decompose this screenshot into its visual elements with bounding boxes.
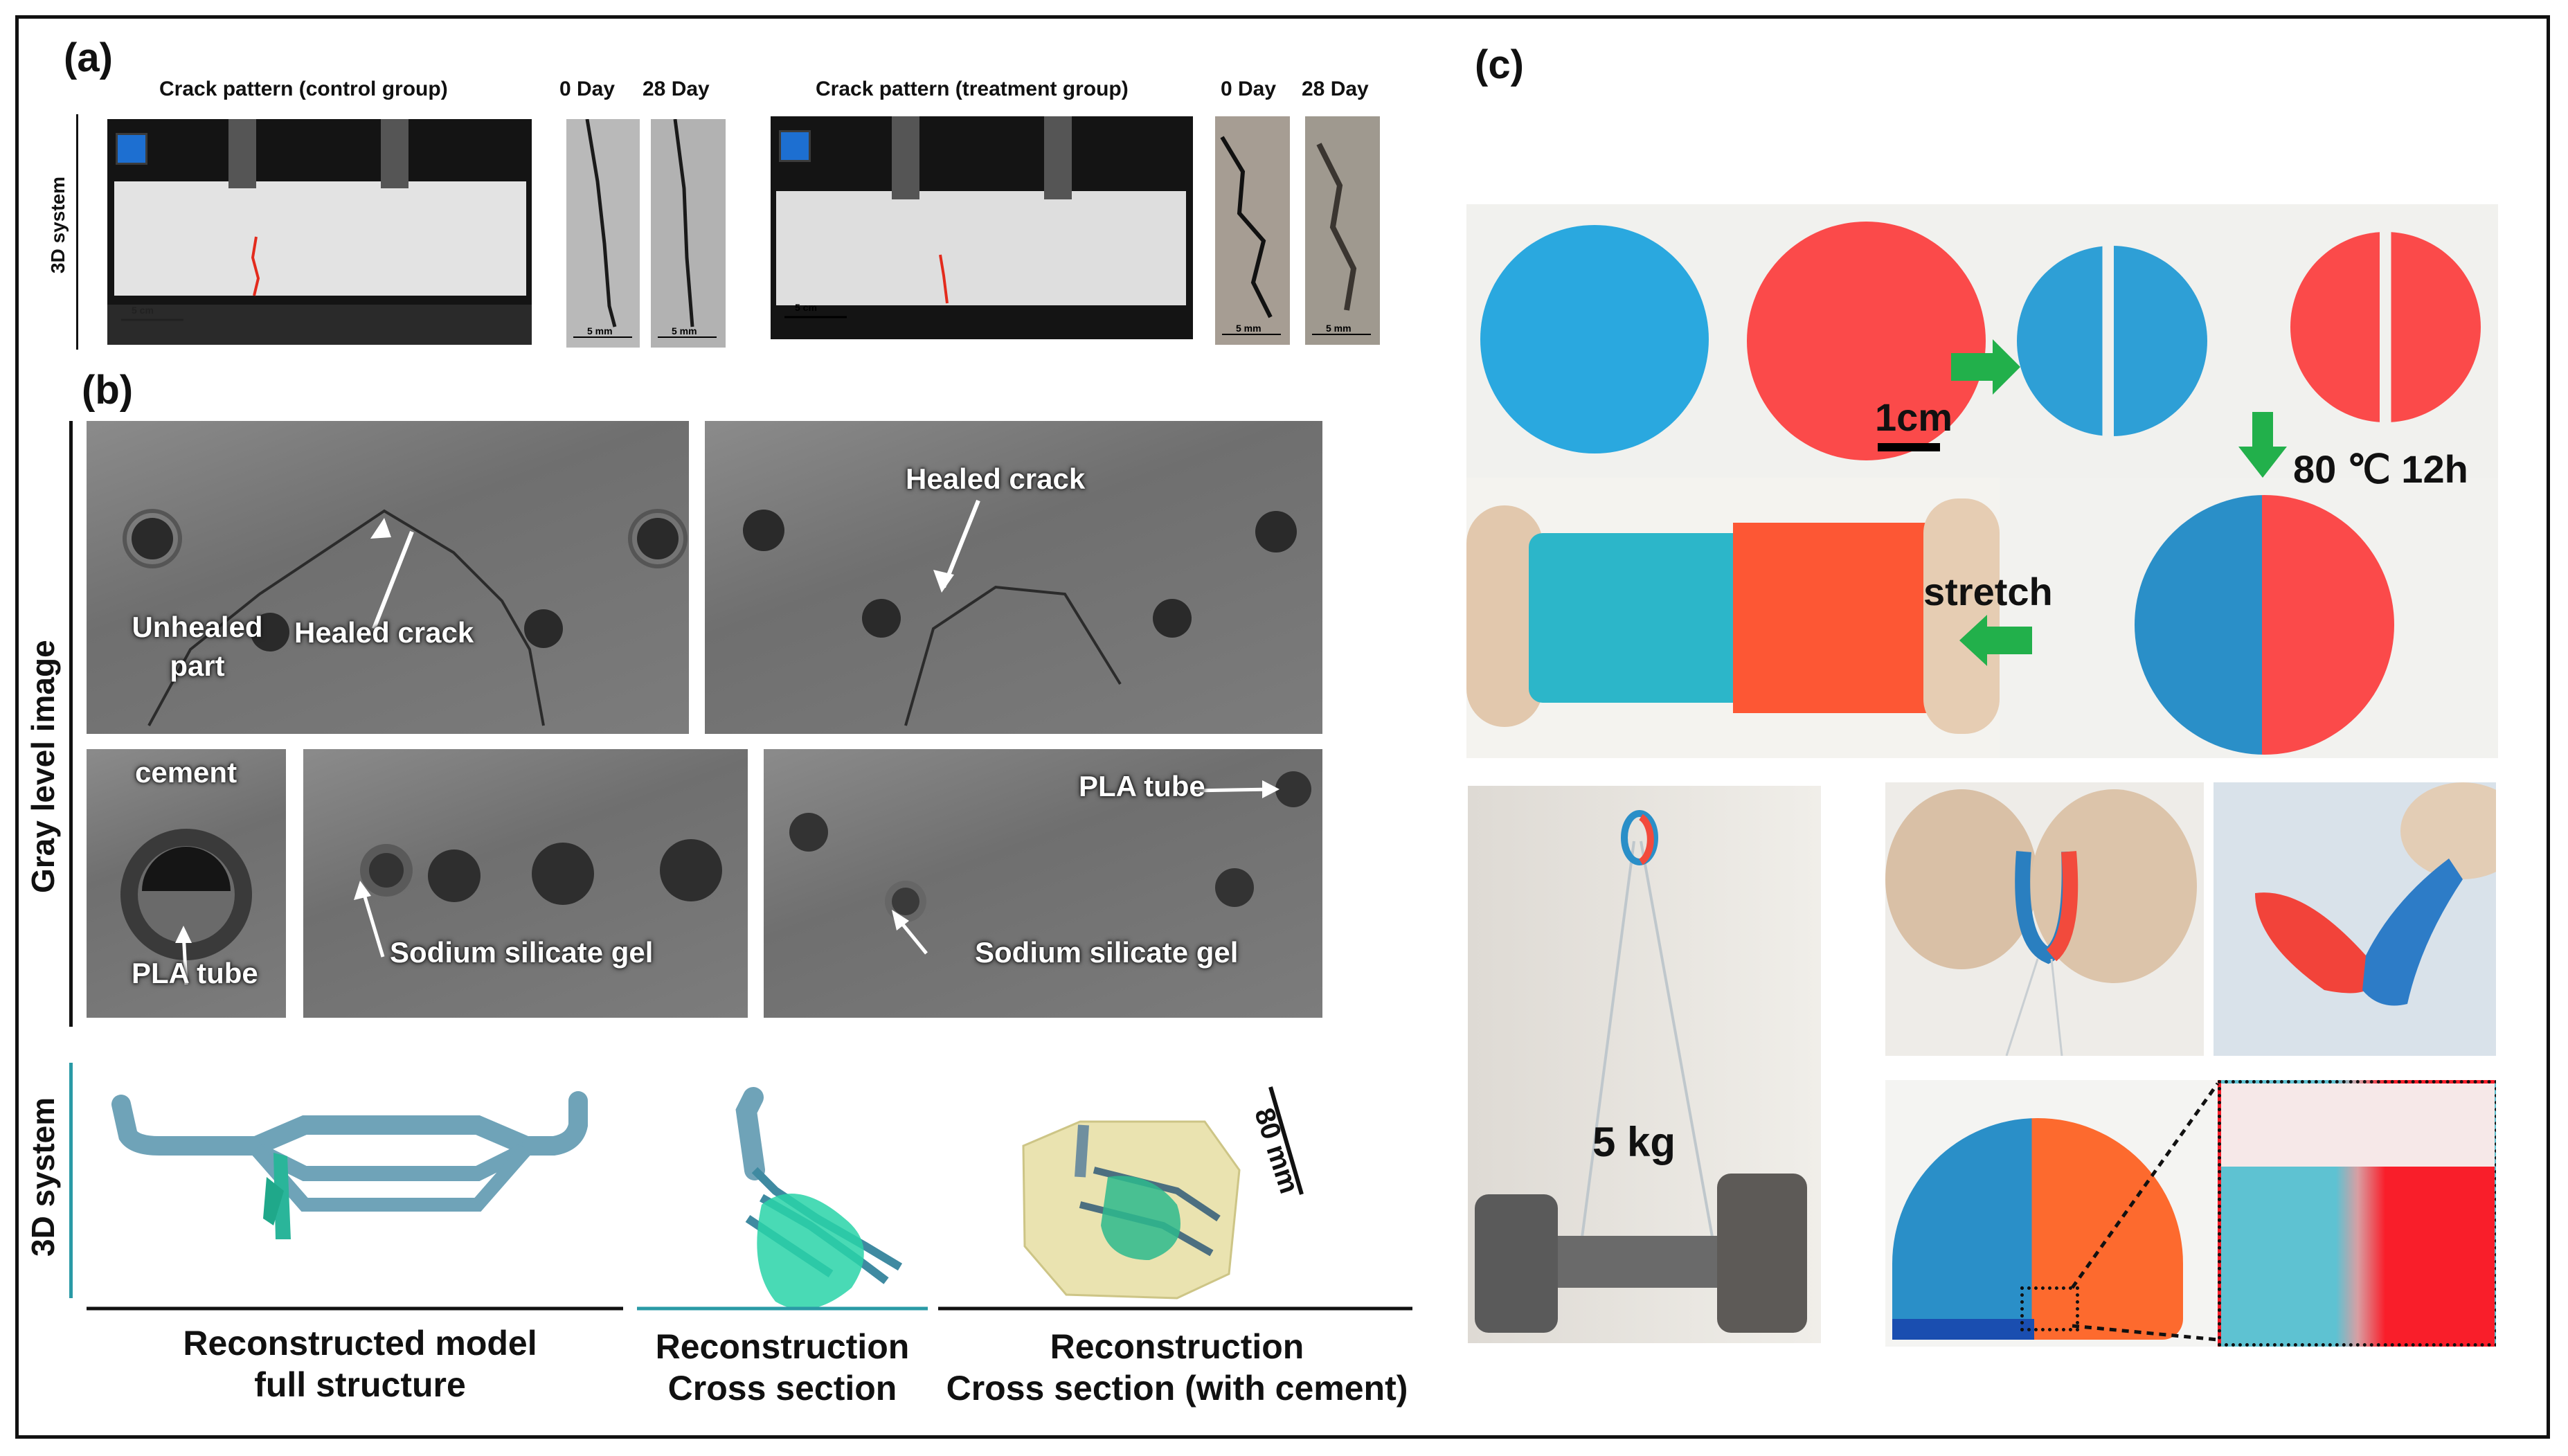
treatment-day28-closeup: 5 mm [1305, 116, 1380, 345]
treatment-title: Crack pattern (treatment group) [816, 78, 1129, 100]
control-day28-label: 28 Day [643, 78, 710, 100]
cut-red-disc [2290, 232, 2481, 422]
stretch-photo [1466, 478, 2000, 758]
healed-disc [2135, 495, 2394, 755]
gray-level-line [69, 421, 73, 1027]
treatment-beam-photo: 5 cm [771, 116, 1193, 339]
scale-1cm-label: 1cm [1875, 395, 1953, 439]
caption-cross-line1: Reconstruction [655, 1327, 910, 1366]
zoom-lines [2070, 1082, 2220, 1342]
loading-pin-right [381, 119, 408, 188]
healed-disc-photo [2000, 478, 2498, 758]
control-day28-scale: 5 mm [672, 325, 697, 336]
disc-photo: 1cm [1466, 204, 2498, 478]
gray-image-tubes: Sodium silicate gel [303, 749, 748, 1018]
stretched-red-strip [1733, 523, 1927, 713]
panel-c-label: (c) [1475, 42, 1524, 87]
bend-photo [1885, 782, 2204, 1056]
panel-b-label: (b) [82, 368, 134, 413]
healed-crack-annotation: Healed crack [294, 616, 474, 649]
zoom-inset [2218, 1080, 2496, 1347]
caption-with-cement: Reconstruction Cross section (with cemen… [942, 1326, 1412, 1409]
twist-photo [2214, 782, 2496, 1056]
right-hand [1923, 498, 2000, 734]
treatment-beam [776, 191, 1186, 305]
blue-marker-icon [779, 130, 811, 162]
loading-pin-left [228, 119, 256, 188]
treatment-day0-scale: 5 mm [1236, 323, 1261, 334]
control-day0-scale: 5 mm [587, 325, 613, 336]
healed-crack-annotation-2: Healed crack [906, 462, 1086, 495]
loading-pin-left [892, 116, 919, 199]
caption-cross-line2: Cross section [667, 1369, 897, 1408]
caption-full-line1: Reconstructed model [183, 1324, 537, 1363]
treatment-scale-5cm: 5 cm [795, 302, 817, 313]
control-title: Crack pattern (control group) [159, 78, 448, 100]
figure-frame [15, 15, 2550, 1439]
gray-level-label: Gray level image [25, 640, 61, 893]
pla-tube-annotation-2: PLA tube [1079, 770, 1205, 802]
system-label: 3D system [25, 1097, 61, 1257]
blue-marker-icon [116, 133, 147, 165]
sodium-silicate-annotation-2: Sodium silicate gel [975, 936, 1239, 969]
treatment-day28-scale: 5 mm [1326, 323, 1352, 334]
treatment-day0-label: 0 Day [1221, 78, 1277, 100]
control-day28-closeup: 5 mm [651, 119, 726, 348]
control-day0-label: 0 Day [559, 78, 616, 100]
support-frame [107, 305, 532, 345]
inset-background [2221, 1084, 2495, 1167]
cement-annotation: cement [135, 756, 237, 789]
arrow-right-icon [1951, 339, 2287, 478]
gray-image-pla: PLA tube Sodium silicate gel [764, 749, 1322, 1018]
unhealed-part-annotation: Unhealed part [132, 611, 263, 682]
loading-pin-right [1044, 116, 1072, 199]
treatment-crack-line [784, 254, 949, 318]
zoom-box [2020, 1286, 2079, 1331]
control-day0-closeup: 5 mm [566, 119, 640, 348]
panel-a-side-label: 3D system [47, 176, 69, 273]
cut-blue-disc [2017, 246, 2207, 436]
weight-label: 5 kg [1592, 1119, 1676, 1165]
scale-1cm-bar [1878, 443, 1940, 451]
caption-cement-line1: Reconstruction [1050, 1327, 1304, 1366]
panel-a-label: (a) [64, 35, 113, 80]
dumbbell-photo: 5 kg [1468, 786, 1821, 1343]
caption-full-line2: full structure [254, 1365, 466, 1404]
gray-image-healed: Healed crack [705, 421, 1322, 734]
caption-full-structure: Reconstructed model full structure [138, 1322, 582, 1405]
caption-cement-line2: Cross section (with cement) [946, 1369, 1408, 1408]
blue-disc [1480, 225, 1709, 453]
system-line [69, 1063, 73, 1298]
gray-image-cement: cement PLA tube [87, 749, 286, 1018]
pla-tube-annotation: PLA tube [132, 957, 258, 989]
heat-condition-label: 80 ℃ 12h [2293, 447, 2468, 491]
red-disc [1747, 222, 1986, 460]
half-healed-disc [1892, 1118, 2183, 1340]
sodium-silicate-annotation: Sodium silicate gel [390, 936, 654, 969]
control-beam-photo: 5 cm [107, 119, 532, 345]
treatment-day0-closeup: 5 mm [1215, 116, 1290, 345]
gray-image-unhealed: Unhealed part Healed crack [87, 421, 689, 734]
treatment-day28-label: 28 Day [1302, 78, 1369, 100]
caption-cross-section: Reconstruction Cross section [609, 1326, 955, 1409]
interface-strip [1892, 1319, 2034, 1340]
interface-photo [1885, 1080, 2496, 1347]
control-beam [114, 181, 526, 296]
panel-a-side-line [76, 114, 78, 350]
stretch-label: stretch [1923, 570, 2053, 613]
